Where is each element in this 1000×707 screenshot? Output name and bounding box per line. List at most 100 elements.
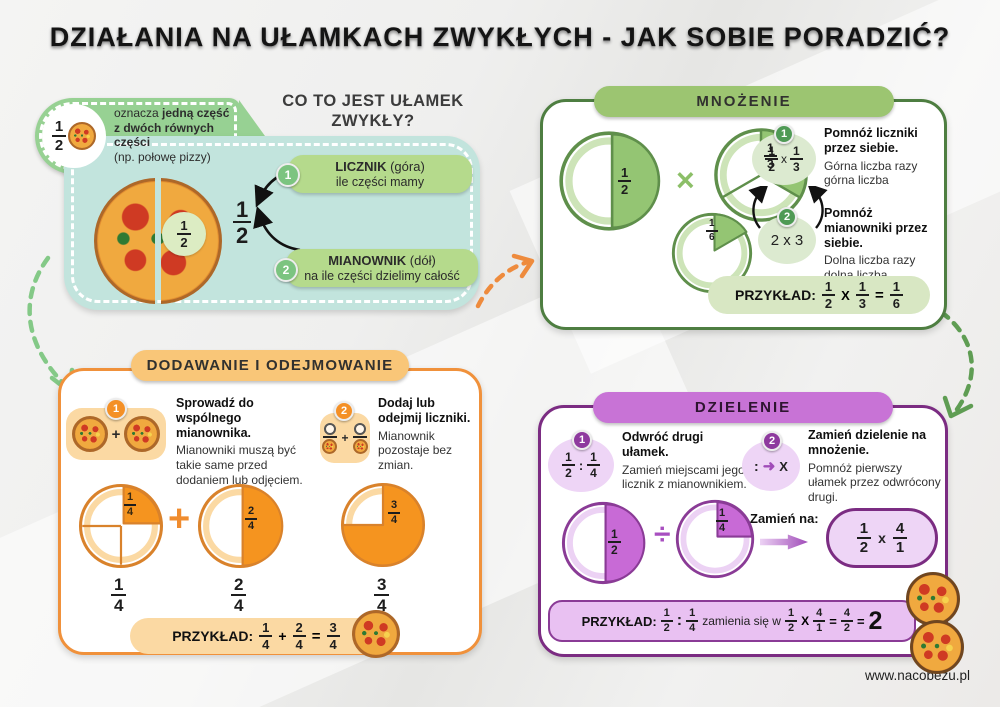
pizza-fraction-badge: 1 2 xyxy=(162,212,206,256)
times-symbol: × xyxy=(676,162,695,198)
fraction: 1 2 xyxy=(660,607,673,634)
pizza-icon xyxy=(910,620,964,674)
pie-fraction-label: 1 4 xyxy=(716,507,729,534)
colon-op: : xyxy=(676,612,683,629)
page-title: DZIAŁANIA NA UŁAMKACH ZWYKŁYCH - JAK SOB… xyxy=(49,22,951,52)
fraction: 1 3 xyxy=(855,280,870,310)
arrow-right-icon: ➜ xyxy=(762,458,776,475)
question-line2: ZWYKŁY? xyxy=(331,111,415,130)
division-header: DZIELENIE xyxy=(593,392,893,423)
pizza-icon xyxy=(68,122,97,150)
times-op: X xyxy=(779,458,788,474)
pie-chart-two-quarters xyxy=(197,483,284,569)
tealbox-dashed-border xyxy=(71,143,473,303)
mianownik-pill: MIANOWNIK (dół) na ile części dzielimy c… xyxy=(286,249,478,288)
step1-bold: Odwróć drugi ułamek. xyxy=(622,430,704,459)
pie-chart-one-half xyxy=(561,501,646,585)
step1-desc: Zamień miejscami jego licznik z mianowni… xyxy=(622,462,747,492)
step-badge: 2 xyxy=(274,258,298,282)
fraction: 1 6 xyxy=(889,280,904,310)
banner-text-bold1: jedną część xyxy=(162,106,230,120)
fraction-under-pie: 1 4 xyxy=(111,576,127,615)
question-line1: CO TO JEST UŁAMEK xyxy=(282,92,464,110)
step1-bold: Sprowadź do wspólnego mianownika. xyxy=(176,396,254,440)
fraction: 1 4 xyxy=(587,451,600,479)
addition-step1-text: Sprowadź do wspólnego mianownika. Mianow… xyxy=(176,396,318,487)
pie-fraction-label: 3 4 xyxy=(388,499,401,526)
middle-text: zamienia się w xyxy=(702,614,781,628)
fraction: 4 1 xyxy=(813,607,826,634)
step1-desc: Mianowniki muszą być takie same przed do… xyxy=(176,443,303,487)
plus-symbol: + xyxy=(168,498,191,540)
pizza-icon xyxy=(352,438,368,454)
mianownik-suffix: (dół) xyxy=(406,253,436,268)
example-label: PRZYKŁAD: xyxy=(581,613,657,629)
step2-bold: Zamień dzielenie na mnożenie. xyxy=(808,428,927,457)
step-badge: 1 xyxy=(774,124,794,144)
banner-text-bold2: z dwóch równych części xyxy=(114,120,215,150)
plus-op: + xyxy=(278,628,287,644)
times-op: X xyxy=(801,614,810,628)
step-badge: 2 xyxy=(762,431,782,451)
licznik-title-line: LICZNIK (góra) xyxy=(294,159,466,175)
banner-text-pre: oznacza xyxy=(114,106,163,120)
step-badge: 1 xyxy=(276,163,300,187)
website-url: www.nacobezu.pl xyxy=(864,668,970,683)
plus-op: + xyxy=(111,425,121,443)
fraction: 1 2 xyxy=(562,451,575,479)
fraction: 3 4 xyxy=(326,621,340,651)
example-label: PRZYKŁAD: xyxy=(172,628,254,644)
times-op: X xyxy=(841,287,850,303)
fraction-stack-icon xyxy=(352,422,368,454)
addition-step2-text: Dodaj lub odejmij liczniki. Mianownik po… xyxy=(378,396,480,472)
fraction: 1 3 xyxy=(790,145,803,173)
dashed-arrow-to-multiplication-icon xyxy=(475,253,535,309)
pie-fraction-label: 1 2 xyxy=(618,166,632,196)
step2-bold: Dodaj lub odejmij liczniki. xyxy=(378,396,471,425)
multiplication-step1-text: Pomnóż liczniki przez siebie. Górna licz… xyxy=(824,126,944,188)
addition-header: DODAWANIE I ODEJMOWANIE xyxy=(131,350,409,381)
step-badge: 1 xyxy=(572,430,592,450)
pie-fraction-label: 1 4 xyxy=(124,491,137,518)
multiplication-step2-text: Pomnóż mianowniki przez siebie. Dolna li… xyxy=(824,206,944,283)
division-step2-text: Zamień dzielenie na mnożenie. Pomnóż pie… xyxy=(808,428,942,504)
step1-desc: Górna liczba razy górna liczba xyxy=(824,158,918,188)
fraction: 1 4 xyxy=(686,607,699,634)
pizza-left-half xyxy=(94,178,155,304)
pizza-fraction: 1 2 xyxy=(177,219,191,249)
pizza-icon xyxy=(124,416,161,452)
step1-bold: Pomnóż liczniki przez siebie. xyxy=(824,126,918,155)
step2-desc: Mianownik pozostaje bez zmian. xyxy=(378,428,453,472)
licznik-desc: ile części mamy xyxy=(335,174,425,189)
pizza-slice-icon xyxy=(352,610,400,658)
step-badge: 2 xyxy=(334,401,354,421)
pie-fraction-label: 2 4 xyxy=(245,505,258,532)
fraction-stack-icon xyxy=(322,422,338,454)
section-question-heading: CO TO JEST UŁAMEK ZWYKŁY? xyxy=(278,92,468,132)
fraction: 4 1 xyxy=(892,520,908,556)
fraction: 1 2 xyxy=(856,520,872,556)
divide-symbol: ÷ xyxy=(654,518,671,551)
fraction: 1 2 xyxy=(784,607,798,634)
fraction: 1 4 xyxy=(259,621,273,651)
fraction: 1 2 xyxy=(233,198,252,247)
mianownik-title: MIANOWNIK xyxy=(328,253,407,268)
step2-desc: Pomnóż pierwszy ułamek przez odwrócony d… xyxy=(808,460,941,504)
equals: = xyxy=(875,286,884,304)
division-example: PRZYKŁAD: 1 2 : 1 4 zamienia się w 1 2 X… xyxy=(548,600,916,642)
multiplication-example: PRZYKŁAD: 1 2 X 1 3 = 1 6 xyxy=(708,276,930,314)
example-label: PRZYKŁAD: xyxy=(734,287,816,303)
pie-fraction-label: 1 6 xyxy=(706,218,718,243)
times-op: x xyxy=(878,530,886,546)
pie-chart-one-half xyxy=(559,131,661,231)
times-op: x xyxy=(781,152,787,166)
licznik-suffix: (góra) xyxy=(386,159,425,174)
fraction-under-pie: 2 4 xyxy=(231,576,247,615)
step-badge: 2 xyxy=(777,207,797,227)
denominator-product: 2 x 3 xyxy=(770,231,804,249)
banner-fraction: 1 2 xyxy=(51,118,67,154)
result-value: 2 xyxy=(868,606,883,635)
pie-chart-one-quarter xyxy=(675,499,755,579)
fraction: 2 4 xyxy=(292,621,306,651)
